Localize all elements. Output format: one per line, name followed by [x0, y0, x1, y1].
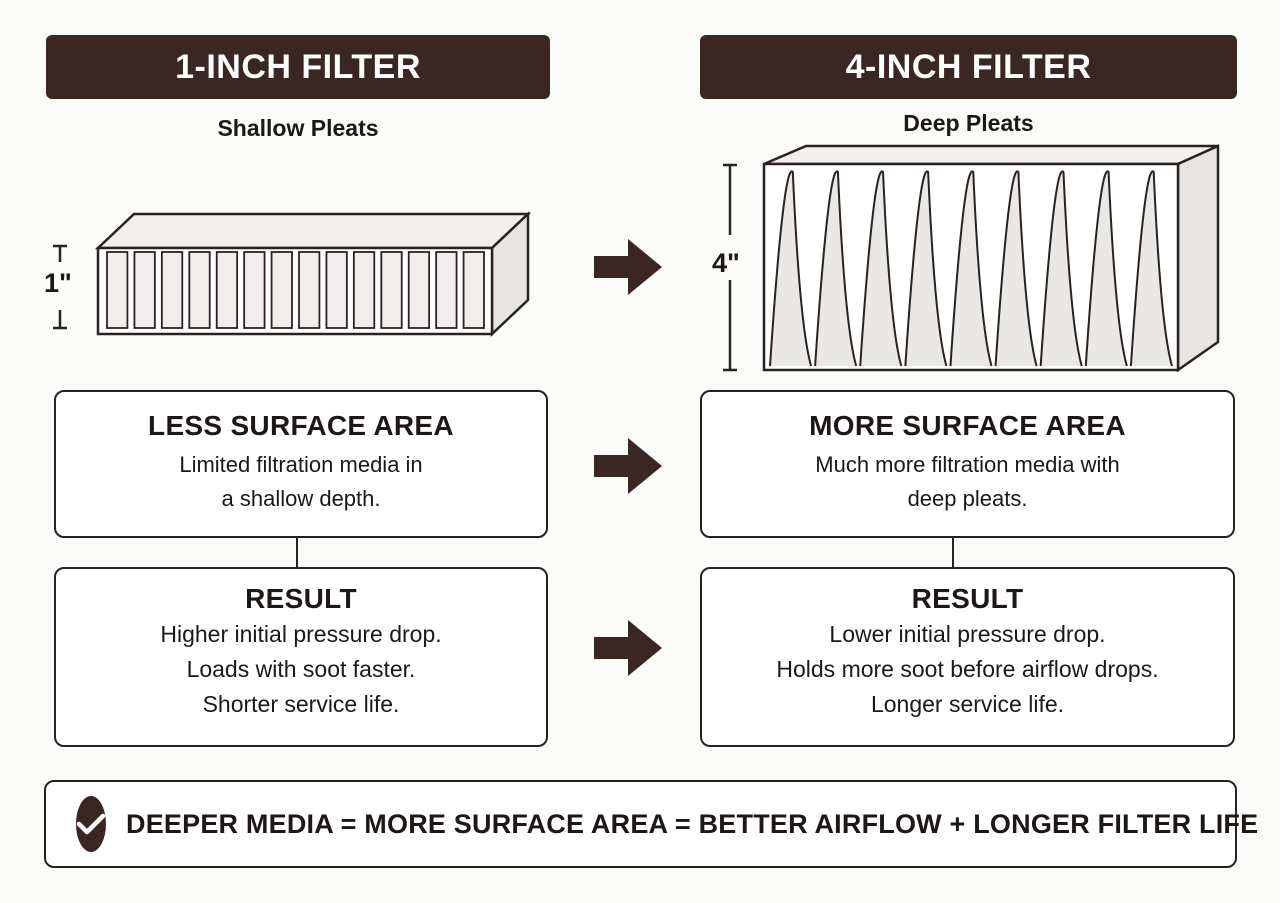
pleat [106, 251, 129, 329]
right-surface-box: MORE SURFACE AREA Much more filtration m… [700, 390, 1235, 538]
pleat [859, 170, 903, 367]
pleat [133, 251, 156, 329]
pleat [298, 251, 321, 329]
pleat [814, 170, 858, 367]
arrow-surface-comparison [594, 438, 662, 494]
right-surface-line: Much more filtration media with [815, 452, 1120, 477]
pleat [215, 251, 239, 329]
pleat [188, 251, 211, 329]
pleat [325, 251, 348, 329]
pleat [243, 251, 266, 329]
checkmark-icon [76, 796, 106, 852]
right-result-line: Lower initial pressure drop. [829, 621, 1106, 647]
shallow-filter-illustration [94, 211, 532, 337]
left-result-box: RESULT Higher initial pressure drop. Loa… [54, 567, 548, 747]
left-surface-line: Limited filtration media in [179, 452, 423, 477]
right-surface-title: MORE SURFACE AREA [809, 410, 1126, 441]
pleat [1039, 170, 1083, 367]
pleat [949, 170, 993, 367]
right-subtitle: Deep Pleats [903, 110, 1034, 136]
right-dimension-marker [723, 163, 737, 372]
summary-banner: DEEPER MEDIA = MORE SURFACE AREA = BETTE… [44, 780, 1258, 868]
right-result-line: Holds more soot before airflow drops. [776, 656, 1159, 682]
pleat [380, 251, 403, 329]
left-connector [296, 538, 298, 568]
arrow-filter-comparison [594, 239, 662, 295]
pleat [435, 251, 458, 329]
left-header: 1-INCH FILTER [46, 35, 550, 99]
right-result-box: RESULT Lower initial pressure drop. Hold… [700, 567, 1235, 747]
right-result-line: Longer service life. [870, 691, 1065, 717]
left-dimension-label: 1" [44, 268, 72, 298]
right-header: 4-INCH FILTER [700, 35, 1237, 99]
left-surface-box: LESS SURFACE AREA Limited filtration med… [54, 390, 548, 538]
deep-filter-illustration [762, 144, 1220, 373]
pleat [994, 170, 1038, 367]
arrow-result-comparison [594, 620, 662, 676]
right-dimension-label: 4" [712, 248, 740, 278]
left-result-line: Higher initial pressure drop. [160, 621, 442, 647]
pleat [769, 170, 813, 367]
right-result-title: RESULT [911, 583, 1024, 614]
right-surface-line: deep pleats. [907, 486, 1028, 511]
right-connector [952, 538, 954, 568]
left-result-title: RESULT [245, 583, 357, 614]
pleat [904, 170, 948, 367]
left-surface-title: LESS SURFACE AREA [148, 410, 454, 441]
left-result-line: Loads with soot faster. [186, 656, 416, 682]
summary-text: DEEPER MEDIA = MORE SURFACE AREA = BETTE… [126, 808, 1259, 839]
pleat [352, 251, 376, 329]
left-dimension-marker [53, 244, 67, 330]
left-surface-line: a shallow depth. [221, 486, 381, 511]
pleat [270, 251, 293, 329]
pleat [160, 251, 184, 329]
pleat [407, 251, 431, 329]
left-subtitle: Shallow Pleats [217, 115, 379, 141]
pleat [462, 251, 485, 329]
pleat [1129, 170, 1173, 367]
left-result-line: Shorter service life. [202, 691, 400, 717]
pleat [1084, 170, 1128, 367]
